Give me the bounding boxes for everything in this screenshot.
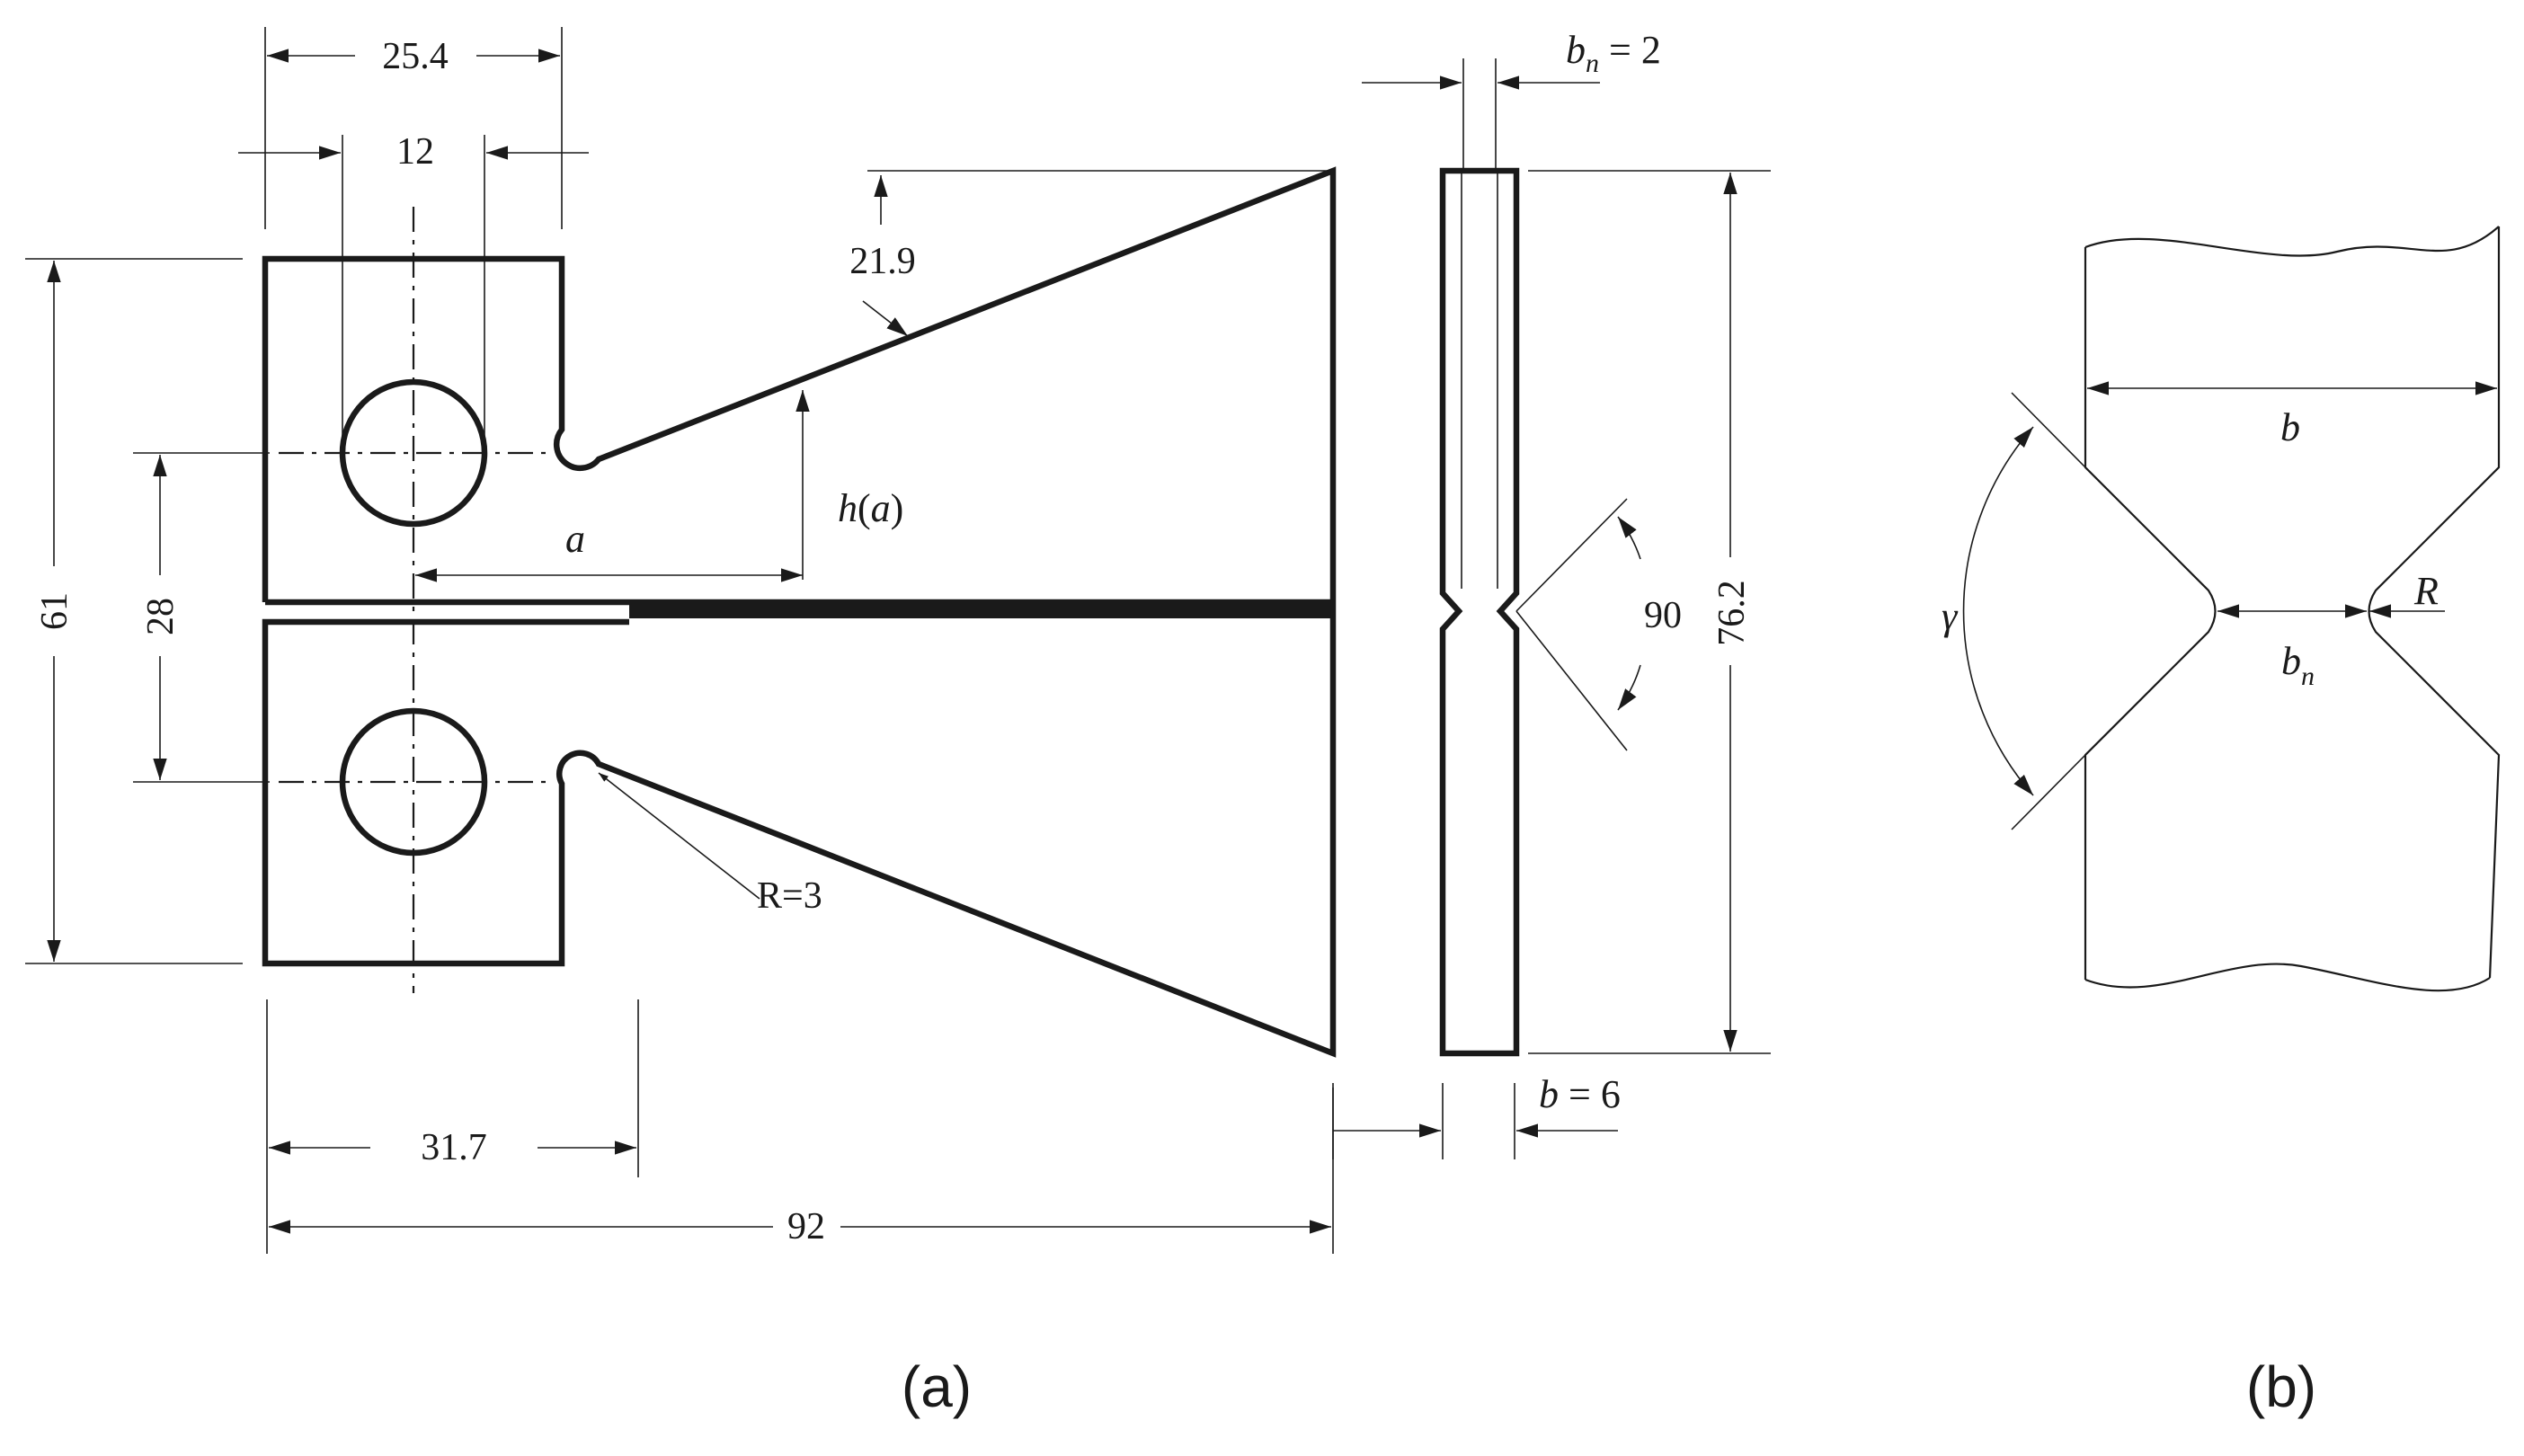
dimension-groove-angle: 90	[1515, 498, 1682, 751]
groove-outline-bottom-edge	[2084, 963, 2491, 992]
caption-b: (b)	[2246, 1354, 2316, 1419]
dimension-12: 12	[238, 131, 589, 449]
dim-label-b-6: b = 6	[1539, 1072, 1621, 1116]
groove-detail	[2084, 226, 2501, 992]
dimension-21-9: 21.9	[849, 170, 1333, 337]
dimension-radius: R=3	[598, 772, 822, 917]
dimension-31-7: 31.7	[266, 999, 639, 1254]
dimension-bn-2: bn = 2	[1362, 28, 1661, 171]
specimen-front-view	[262, 166, 1337, 1058]
groove-outline-top-edge	[2084, 226, 2500, 257]
dim-label-92: 92	[787, 1206, 825, 1247]
dimension-92: 92	[269, 1088, 1334, 1254]
groove-outline-right	[2368, 226, 2501, 979]
dim-label-61: 61	[34, 592, 76, 630]
side-view-outline	[1439, 167, 1520, 1057]
dimension-crack-length: a h(a)	[415, 390, 903, 582]
caption-a: (a)	[902, 1354, 972, 1419]
dimension-b-6: b = 6	[1332, 1072, 1621, 1159]
dim-label-31-7: 31.7	[421, 1127, 487, 1168]
crack-front	[629, 604, 1333, 618]
dim-label-21-9: 21.9	[849, 241, 916, 282]
dimension-25-4: 25.4	[264, 27, 563, 229]
dim-label-90: 90	[1644, 595, 1682, 636]
dim-label-bn-2: bn = 2	[1566, 28, 1661, 78]
label-bn: bn	[2281, 639, 2315, 691]
dimension-radius-r: R	[2369, 569, 2445, 618]
dim-label-h-of-a: h(a)	[838, 486, 903, 530]
specimen-side-view	[1439, 167, 1520, 1057]
dim-label-r3: R=3	[757, 875, 822, 917]
dimension-gamma-angle: γ	[1942, 392, 2086, 830]
dim-label-76-2: 76.2	[1711, 580, 1753, 646]
dim-label-25-4: 25.4	[382, 36, 449, 77]
dimension-28: 28	[133, 452, 270, 783]
label-gamma: γ	[1942, 594, 1959, 638]
label-b: b	[2280, 405, 2300, 449]
label-r: R	[2413, 569, 2439, 613]
dimension-bn-width: bn	[2217, 604, 2367, 691]
dim-label-a: a	[565, 517, 585, 561]
dim-label-12: 12	[396, 131, 434, 173]
dimension-61: 61	[25, 258, 243, 964]
dimension-b-width: b	[2087, 381, 2497, 449]
groove-outline-left	[2084, 247, 2217, 980]
dimension-76-2: 76.2	[1528, 170, 1771, 1054]
dim-label-28: 28	[140, 598, 182, 635]
